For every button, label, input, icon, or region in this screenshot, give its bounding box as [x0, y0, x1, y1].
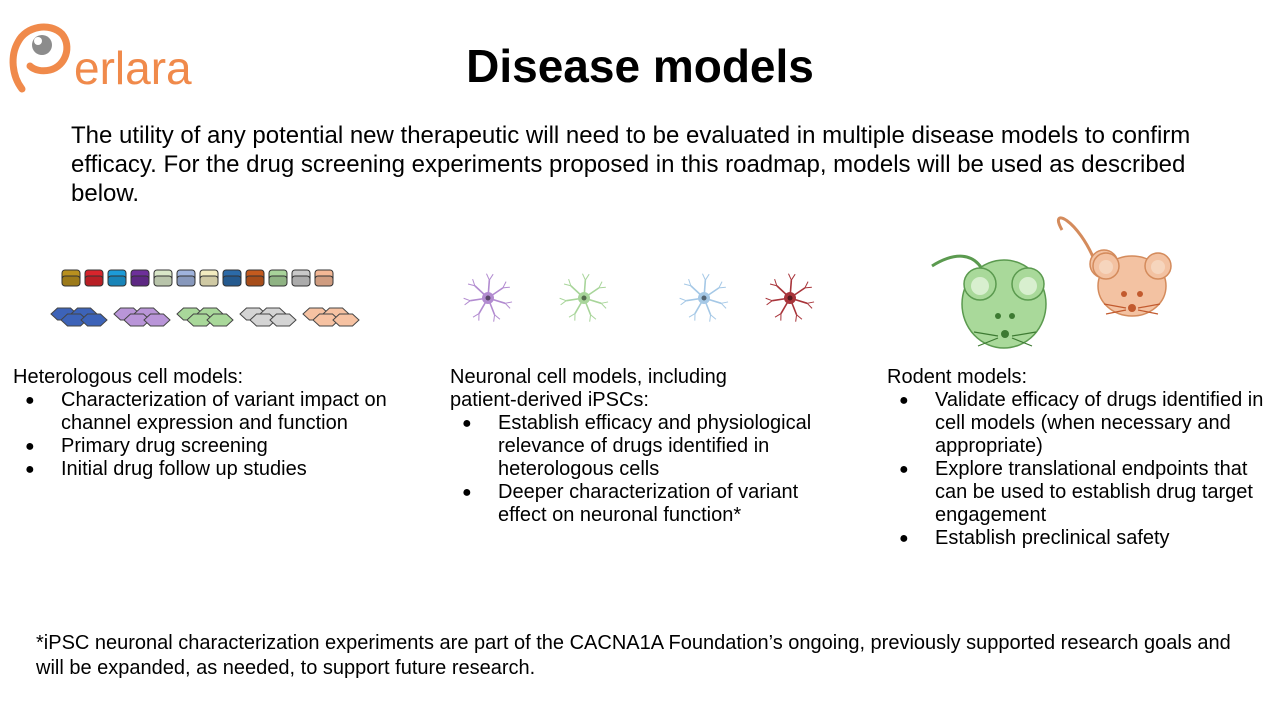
cell-icon — [268, 269, 288, 287]
cell-icon — [176, 269, 196, 287]
cell-cluster-icon — [113, 307, 171, 327]
column-heading: Neuronal cell models, including patient-… — [450, 366, 727, 411]
neuron-icon — [463, 273, 513, 322]
mice-illustration — [931, 216, 1172, 349]
cell-cluster-icon — [239, 307, 297, 327]
bullet-item: Establish preclinical safety — [899, 527, 1273, 550]
cell-icon — [130, 269, 150, 287]
cell-icon — [314, 269, 334, 287]
page-title: Disease models — [466, 40, 814, 92]
bullet-item: Characterization of variant impact on ch… — [25, 389, 413, 435]
cell-row — [61, 269, 334, 287]
column-heading: Heterologous cell models: — [13, 366, 244, 388]
neuron-icon — [679, 273, 729, 322]
cell-icon — [61, 269, 81, 287]
cell-icon — [245, 269, 265, 287]
bullet-item: Explore translational endpoints that can… — [899, 458, 1273, 527]
column-heading: Rodent models: — [887, 366, 1028, 388]
bullet-item: Deeper characterization of variant effec… — [462, 481, 840, 527]
logo-wordmark: erlara — [74, 42, 192, 94]
footnote: *iPSC neuronal characterization experime… — [36, 632, 1231, 679]
bullet-list: Characterization of variant impact on ch… — [13, 389, 413, 481]
bullet-item: Initial drug follow up studies — [25, 458, 413, 481]
cell-cluster-icon — [50, 307, 108, 327]
bullet-item: Establish efficacy and physiological rel… — [462, 412, 840, 481]
neuron-icon — [765, 273, 815, 322]
bullet-item: Validate efficacy of drugs identified in… — [899, 389, 1273, 458]
bullet-item: Primary drug screening — [25, 435, 413, 458]
column-heterologous: Heterologous cell models: Characterizati… — [13, 366, 413, 481]
neuron-icon — [559, 273, 609, 322]
bullet-list: Establish efficacy and physiological rel… — [450, 412, 840, 527]
cell-icon — [291, 269, 311, 287]
cell-icon — [84, 269, 104, 287]
bullet-list: Validate efficacy of drugs identified in… — [887, 389, 1273, 550]
perlara-logo: erlara — [8, 18, 228, 98]
intro-paragraph: The utility of any potential new therape… — [71, 122, 1191, 207]
cell-cluster-icon — [176, 307, 234, 327]
mouse-icon-green — [931, 254, 1047, 349]
mouse-icon-peach — [1056, 216, 1172, 317]
cell-cluster-row — [50, 307, 360, 327]
cell-icon — [222, 269, 242, 287]
cell-cluster-icon — [302, 307, 360, 327]
cell-icon — [199, 269, 219, 287]
neurons-illustration — [463, 273, 815, 322]
column-rodent: Rodent models: Validate efficacy of drug… — [887, 366, 1273, 550]
cell-icon — [153, 269, 173, 287]
column-neuronal: Neuronal cell models, including patient-… — [450, 366, 840, 527]
heterologous-cells-illustration — [50, 269, 360, 327]
cell-icon — [107, 269, 127, 287]
